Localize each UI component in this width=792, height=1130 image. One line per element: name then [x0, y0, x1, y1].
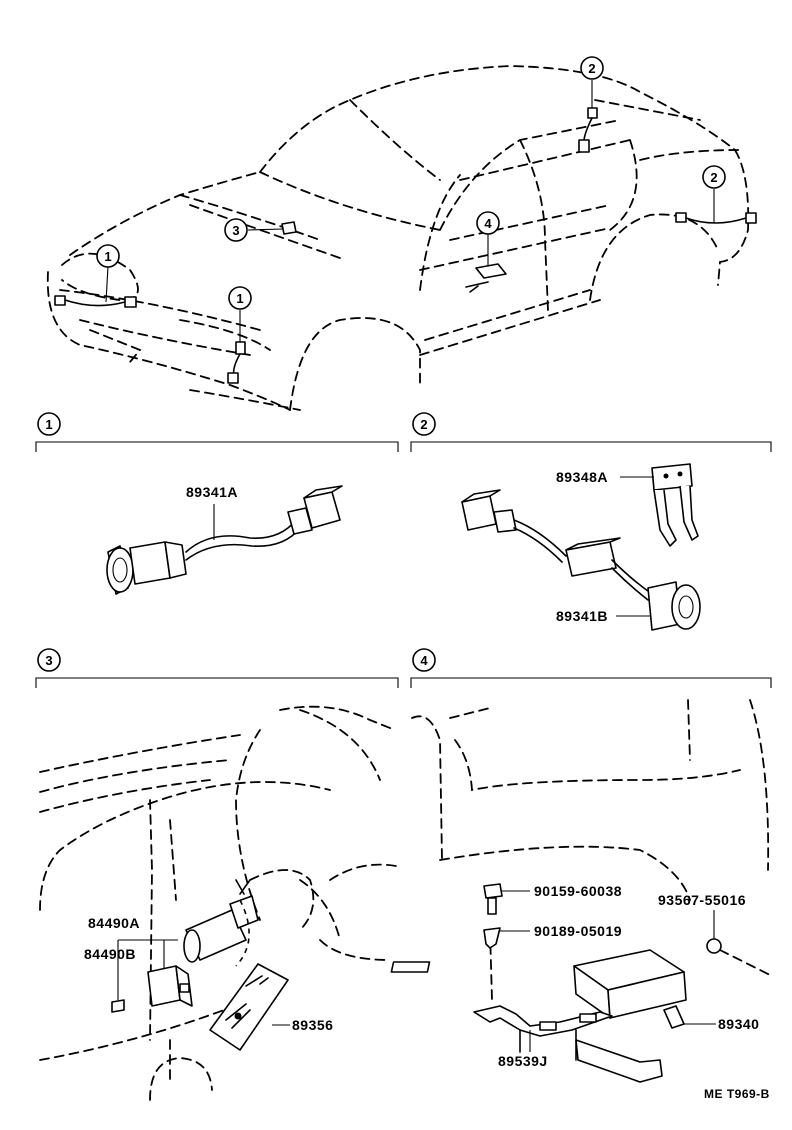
switch-84490A-drawing [147, 965, 193, 1007]
part-label-89356: 89356 [292, 1017, 333, 1033]
svg-text:3: 3 [45, 653, 52, 668]
part-label-90159-60038: 90159-60038 [534, 883, 622, 899]
part-label-89341B: 89341B [556, 608, 608, 624]
part-label-84490A: 84490A [88, 915, 140, 931]
svg-text:2: 2 [588, 61, 595, 76]
svg-text:4: 4 [484, 216, 492, 231]
car-part-markers [54, 80, 757, 384]
part-label-89340: 89340 [718, 1016, 759, 1032]
part-label-93567-55016: 93567-55016 [658, 892, 746, 908]
section-1: 1 89341A [35, 412, 399, 595]
section-3: 3 [35, 648, 399, 1101]
callout-center: 4 [476, 211, 500, 235]
computer-89340-drawing [390, 949, 687, 1029]
svg-text:2: 2 [710, 170, 717, 185]
callout-front-bumper: 1 [228, 286, 252, 310]
callout-rear-right: 2 [702, 165, 726, 189]
clip-90189-drawing [483, 927, 501, 949]
car-overview [46, 65, 750, 411]
label-89356-drawing [209, 963, 289, 1051]
callout-hood: 3 [224, 218, 248, 242]
svg-text:3: 3 [232, 223, 239, 238]
section-4: 4 90159-60038 90189-05019 93567-55016 [390, 648, 772, 1083]
part-label-89341A: 89341A [186, 484, 238, 500]
part-label-89348A: 89348A [556, 469, 608, 485]
svg-text:1: 1 [104, 249, 111, 264]
svg-text:4: 4 [420, 653, 428, 668]
bolt-90159-drawing [483, 883, 503, 915]
section-1-badge [37, 412, 61, 436]
figure-code: ME T969-B [704, 1087, 770, 1101]
harness-89341B-drawing [461, 489, 701, 631]
nut-93567-drawing [706, 938, 722, 954]
harness-89341A-drawing [106, 485, 343, 595]
svg-text:1: 1 [45, 417, 52, 432]
clip-84490B-drawing [111, 999, 125, 1013]
callout-front-left: 1 [96, 244, 120, 268]
bracket-89539J-drawing [473, 1005, 663, 1083]
part-label-90189-05019: 90189-05019 [534, 923, 622, 939]
section-3-badge [37, 648, 61, 672]
steering-switch-drawing [183, 879, 259, 967]
section-2-badge [412, 412, 436, 436]
section-4-badge [412, 648, 436, 672]
svg-text:2: 2 [420, 417, 427, 432]
svg-text:1: 1 [236, 291, 243, 306]
part-label-89539J: 89539J [498, 1053, 548, 1069]
section-2: 2 89348A 89341B [410, 412, 772, 631]
bracket-89348A-drawing [651, 463, 699, 547]
callout-rear-pillar: 2 [580, 56, 604, 80]
part-label-84490B: 84490B [84, 946, 136, 962]
